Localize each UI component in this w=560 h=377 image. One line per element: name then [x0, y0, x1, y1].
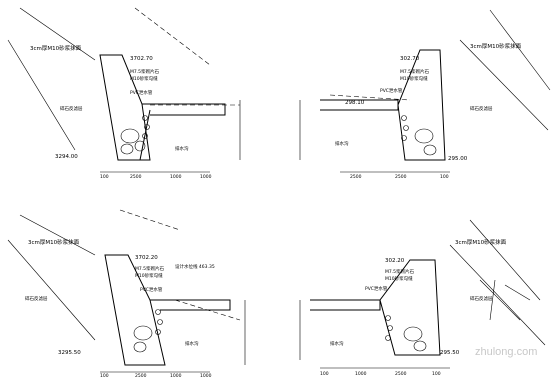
ground-line: [489, 9, 551, 91]
slope-line: [449, 244, 546, 346]
wall-cap: [310, 299, 381, 311]
dim-label: 1000: [170, 174, 182, 180]
dim-label: 100: [100, 373, 109, 377]
ground-line: [7, 239, 96, 341]
backfill-label: 碎石反滤层: [25, 295, 48, 302]
bottom-elevation: 295.00: [448, 156, 468, 162]
dim-label: 2500: [130, 174, 142, 180]
backfill-label: 碎石反滤层: [470, 295, 493, 302]
design-slope-line: [329, 94, 411, 101]
masonry-mix: M7.5浆砌片石: [385, 268, 415, 275]
masonry-stones: [385, 315, 427, 352]
level-elevation: 298.10: [345, 100, 365, 106]
dim-label: 1000: [200, 373, 212, 377]
dim-label: 100: [440, 174, 449, 180]
pipe-label: PVC泄水管: [130, 89, 153, 96]
slope-line: [459, 39, 549, 131]
dim-label: 2500: [350, 174, 362, 180]
backfill-label: 碎石反滤层: [470, 105, 493, 112]
dim-label: 100: [432, 371, 441, 377]
drain-label: 排水沟: [185, 340, 199, 347]
mortar-mix: M10砂浆勾缝: [385, 275, 413, 282]
panel-bottom-left: 3cm厚M10砂浆抹面 3702.20 M7.5浆砌片石 M10砂浆勾缝 PVC…: [7, 209, 246, 377]
dim-label: 100: [320, 371, 329, 377]
ground-line: [469, 219, 541, 301]
masonry-mix: M7.5浆砌片石: [135, 265, 165, 272]
top-elevation: 3702.20: [135, 255, 158, 261]
design-slope-line: [119, 209, 181, 231]
dim-label: 2500: [135, 373, 147, 377]
top-elevation: 302.20: [385, 258, 405, 264]
masonry-stones: [120, 115, 150, 155]
top-elevation: 302.70: [400, 56, 420, 62]
mortar-mix: M10砂浆勾缝: [135, 272, 163, 279]
masonry-mix: M7.5浆砌片石: [130, 68, 160, 75]
mortar-mix: M10砂浆勾缝: [130, 75, 158, 82]
drain-label: 排水沟: [175, 145, 189, 152]
panel-top-left: 3cm厚M10砂浆抹面 3702.70 M7.5浆砌片石 M10砂浆勾缝 PVC…: [7, 7, 241, 180]
masonry-stones: [133, 309, 163, 353]
retaining-wall: [379, 259, 441, 356]
watermark: zhulong.com: [475, 346, 537, 358]
ground-line: [7, 39, 76, 151]
dim-label: 1000: [355, 371, 367, 377]
mortar-note: 3cm厚M10砂浆抹面: [455, 238, 507, 246]
pipe-label: PVC泄水管: [365, 285, 388, 292]
top-elevation: 3702.70: [130, 56, 153, 62]
drain-label: 排水沟: [335, 140, 349, 147]
bottom-elevation: 3295.50: [58, 350, 81, 356]
mortar-note: 3cm厚M10砂浆抹面: [470, 42, 522, 50]
retaining-wall: [397, 49, 446, 161]
water-level-label: 设计水位线 463.35: [175, 263, 215, 270]
mortar-note: 3cm厚M10砂浆抹面: [30, 44, 82, 52]
dim-label: 2500: [395, 174, 407, 180]
slope-line: [19, 214, 96, 256]
drain-label: 排水沟: [330, 340, 344, 347]
backfill-boundary: [139, 109, 151, 161]
wall-cap: [320, 99, 399, 111]
dim-label: 100: [100, 174, 109, 180]
pipe-label: PVC泄水管: [380, 87, 403, 94]
masonry-stones: [401, 115, 437, 156]
backfill-label: 碎石反滤层: [60, 105, 83, 112]
panel-top-right: 3cm厚M10砂浆抹面 302.70 M7.5浆砌片石 M10砂浆勾缝 PVC泄…: [299, 9, 551, 180]
hatch-lines: [479, 279, 531, 321]
bottom-elevation: 295.50: [440, 350, 460, 356]
masonry-mix: M7.5浆砌片石: [400, 68, 430, 75]
pipe-label: PVC泄水管: [140, 286, 163, 293]
dim-label: 1000: [200, 174, 212, 180]
slope-line: [19, 7, 96, 61]
mortar-note: 3cm厚M10砂浆抹面: [28, 238, 80, 246]
dim-label: 1000: [170, 373, 182, 377]
retaining-wall: [104, 254, 166, 366]
wall-cap: [142, 103, 226, 116]
wall-cap: [150, 299, 231, 311]
dim-label: 2500: [395, 371, 407, 377]
mortar-mix: M10砂浆勾缝: [400, 75, 428, 82]
panel-bottom-right: 3cm厚M10砂浆抹面 302.20 M7.5浆砌片石 M10砂浆勾缝 PVC泄…: [299, 219, 546, 377]
bottom-elevation: 3294.00: [55, 154, 78, 160]
